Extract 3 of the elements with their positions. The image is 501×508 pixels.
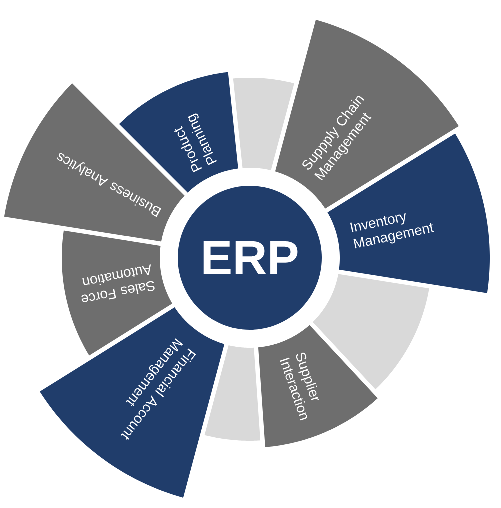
sector (233, 78, 294, 171)
sector (204, 345, 261, 441)
node-label: Sales Force Automation (82, 264, 155, 303)
